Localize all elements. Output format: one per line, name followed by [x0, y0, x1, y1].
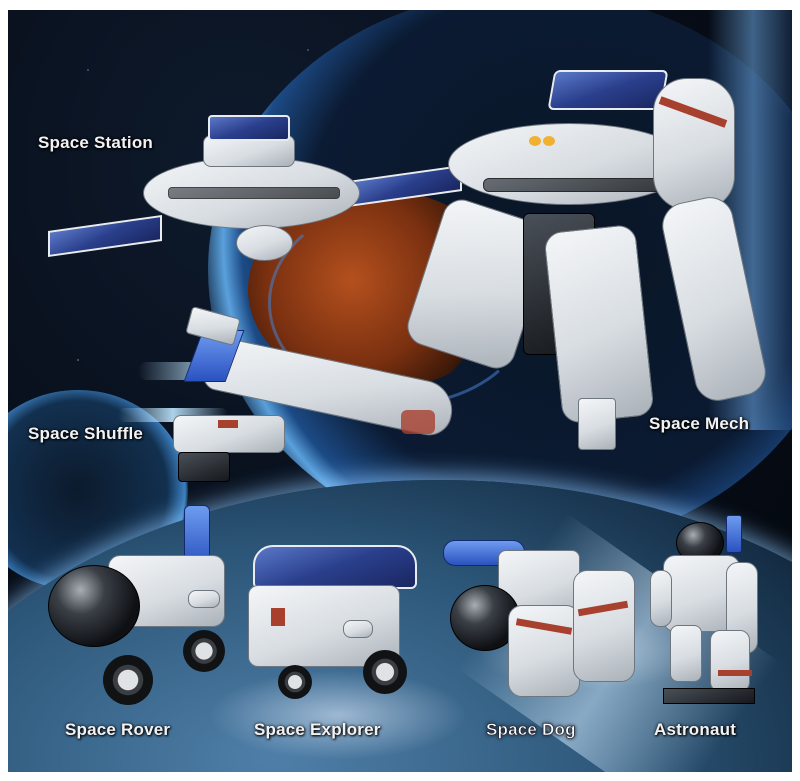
explorer-wheel	[363, 650, 407, 694]
label-space-explorer: Space Explorer	[254, 720, 381, 739]
explorer-cannon	[343, 620, 373, 638]
rover-dome	[48, 565, 140, 647]
explorer-solar-panel	[253, 545, 417, 589]
label-space-mech: Space Mech	[649, 414, 750, 433]
station-base	[236, 225, 293, 261]
space-rover-model	[38, 505, 228, 715]
mech-foot	[578, 398, 616, 450]
mech-right-leg	[543, 223, 655, 425]
mech-solar-panel	[547, 70, 669, 110]
explorer-badge	[271, 608, 285, 626]
label-astronaut: Astronaut	[654, 720, 737, 739]
shuttle-solar-box	[185, 306, 241, 346]
mech-right-arm	[657, 192, 771, 406]
mech-eyes	[529, 136, 541, 146]
dog-rear-leg	[573, 570, 635, 682]
shuttle-base	[178, 452, 230, 482]
solar-wing-left	[48, 214, 162, 258]
explorer-wheel	[278, 665, 312, 699]
space-shuffle-model	[163, 300, 463, 490]
label-space-dog: Space Dog	[486, 720, 576, 740]
label-space-station: Space Station	[38, 133, 154, 152]
shuttle-nose-grill	[401, 410, 435, 434]
label-space-rover: Space Rover	[65, 720, 171, 739]
space-dog-model	[438, 535, 638, 715]
space-explorer-model	[243, 540, 423, 710]
station-windows	[168, 187, 340, 199]
astronaut-leg-right	[710, 630, 750, 692]
astronaut-base	[663, 688, 755, 704]
earth-clouds	[208, 670, 468, 760]
astronaut-model	[648, 510, 768, 710]
astronaut-stripe	[718, 670, 752, 676]
astronaut-antenna	[726, 515, 742, 553]
label-space-shuffle: Space Shuffle	[28, 424, 144, 443]
rover-wheel	[103, 655, 153, 705]
astronaut-arm-left	[650, 570, 672, 627]
product-photo: Space Station Space Mech Space Shuffle S…	[8, 10, 792, 772]
astronaut-leg-left	[670, 625, 702, 682]
rover-wheel	[183, 630, 225, 672]
rover-cannon	[188, 590, 220, 608]
shuttle-stripe	[218, 420, 238, 428]
space-mech-model	[402, 38, 773, 450]
station-top-panel	[208, 115, 290, 141]
space-station-model	[48, 105, 468, 285]
mech-visor	[483, 178, 665, 192]
